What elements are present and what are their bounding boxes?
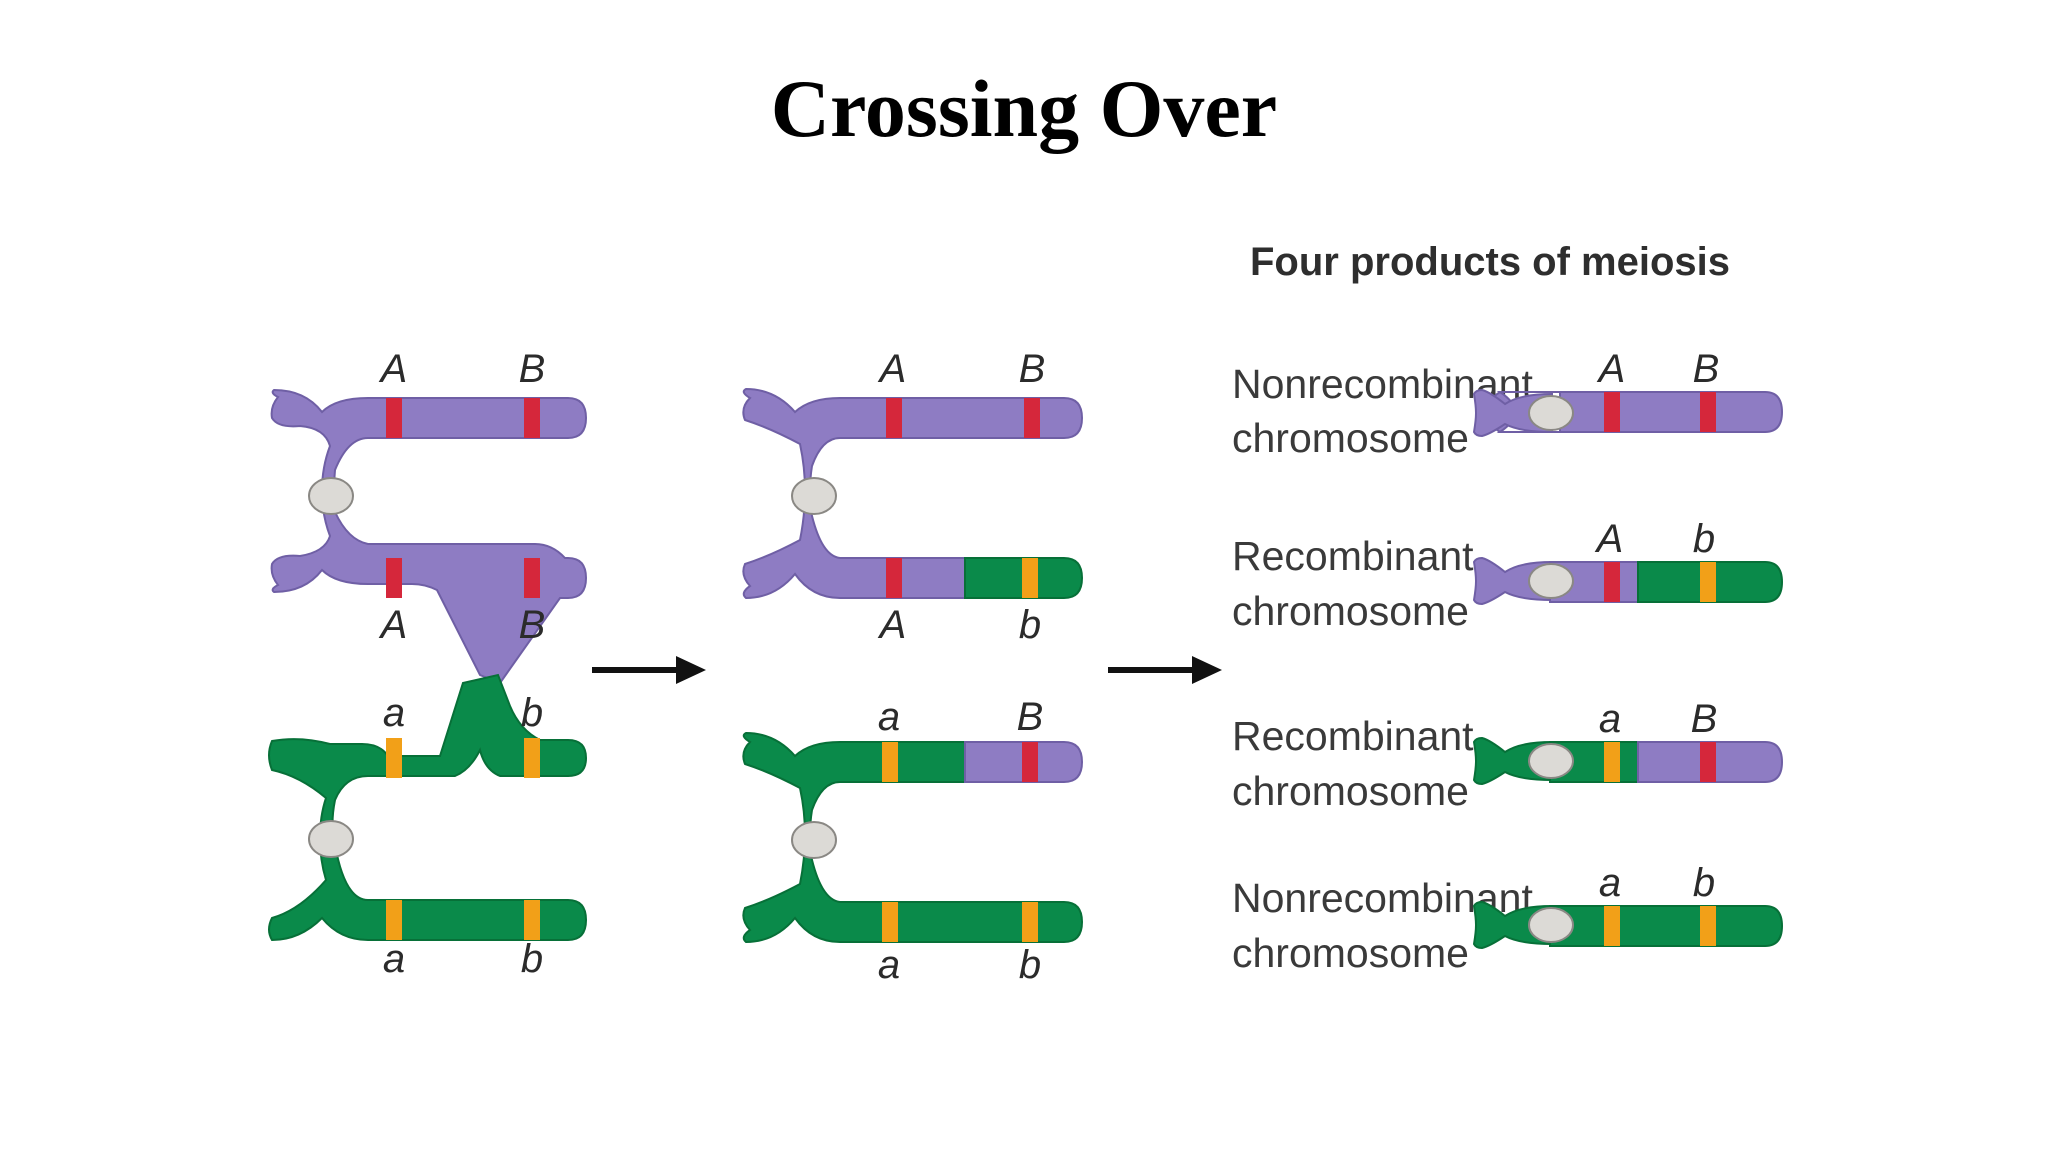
allele-label: B [519,603,546,647]
product-band [1700,392,1716,432]
product-centromere [1528,743,1574,779]
product-band [1700,742,1716,782]
allele-label: b [1693,517,1715,561]
product-centromere [1528,907,1574,943]
stage2-centromere-bottom [791,821,837,859]
arrow-2-icon [1108,656,1222,684]
product-1: Nonrecombinant chromosome A B [1232,347,1784,461]
allele-label: b [1693,861,1715,905]
product-label-line2: chromosome [1232,415,1469,461]
allele-label: A [878,347,907,391]
stage2-band [1024,398,1040,438]
allele-label: B [1691,697,1718,741]
allele-label: A [1595,517,1624,561]
allele-label: b [521,937,543,981]
product-2: Recombinant chromosome A b [1232,517,1784,634]
product-band [1700,562,1716,602]
stage1-paternal-chromosome [268,673,588,942]
stage1-band [524,738,540,778]
slide-title: Crossing Over [770,63,1278,154]
product-label-line2: chromosome [1232,588,1469,634]
stage2-band [882,742,898,782]
stage2-band [1022,902,1038,942]
allele-label: b [521,691,543,735]
allele-label: B [1693,347,1720,391]
products-heading: Four products of meiosis [1250,240,1730,284]
allele-label: a [1599,861,1621,905]
product-band [1604,742,1620,782]
stage2-band [1022,558,1038,598]
allele-label: b [1019,943,1041,987]
product-label-line2: chromosome [1232,930,1469,976]
product-band [1604,562,1620,602]
stage1-band [386,738,402,778]
product-centromere [1528,395,1574,431]
stage1-centromere-top [308,477,354,515]
allele-label: B [519,347,546,391]
stage2-centromere-top [791,477,837,515]
stage2-band [882,902,898,942]
stage1-band [386,398,402,438]
allele-label: B [1017,695,1044,739]
product-centromere [1528,563,1574,599]
stage2-band [886,398,902,438]
stage2-band [886,558,902,598]
allele-label: A [379,603,408,647]
stage2-band [1022,742,1038,782]
stage1-band [524,558,540,598]
product-3: Recombinant chromosome a B [1232,697,1784,814]
stage1-tetrad: A B A B a b a b [268,347,588,981]
product-band [1700,906,1716,946]
product-label-line1: Recombinant [1232,713,1474,759]
stage1-band [386,900,402,940]
product-band [1604,392,1620,432]
stage1-band [524,900,540,940]
stage2-tetrad: A B A b a B a b [742,347,1084,987]
allele-label: a [383,691,405,735]
allele-label: a [383,937,405,981]
allele-label: B [1019,347,1046,391]
allele-label: a [878,943,900,987]
product-label-line1: Recombinant [1232,533,1474,579]
product-label-line2: chromosome [1232,768,1469,814]
allele-label: a [1599,697,1621,741]
allele-label: a [878,695,900,739]
arrow-1-icon [592,656,706,684]
meiosis-products: Four products of meiosis Nonrecombinant … [1232,240,1784,976]
allele-label: A [878,603,907,647]
stage1-centromere-bottom [308,820,354,858]
stage1-band [524,398,540,438]
allele-label: A [1597,347,1626,391]
allele-label: b [1019,603,1041,647]
product-4-chromosome [1549,905,1784,947]
product-4: Nonrecombinant chromosome a b [1232,861,1784,976]
stage1-band [386,558,402,598]
allele-label: A [379,347,408,391]
product-band [1604,906,1620,946]
